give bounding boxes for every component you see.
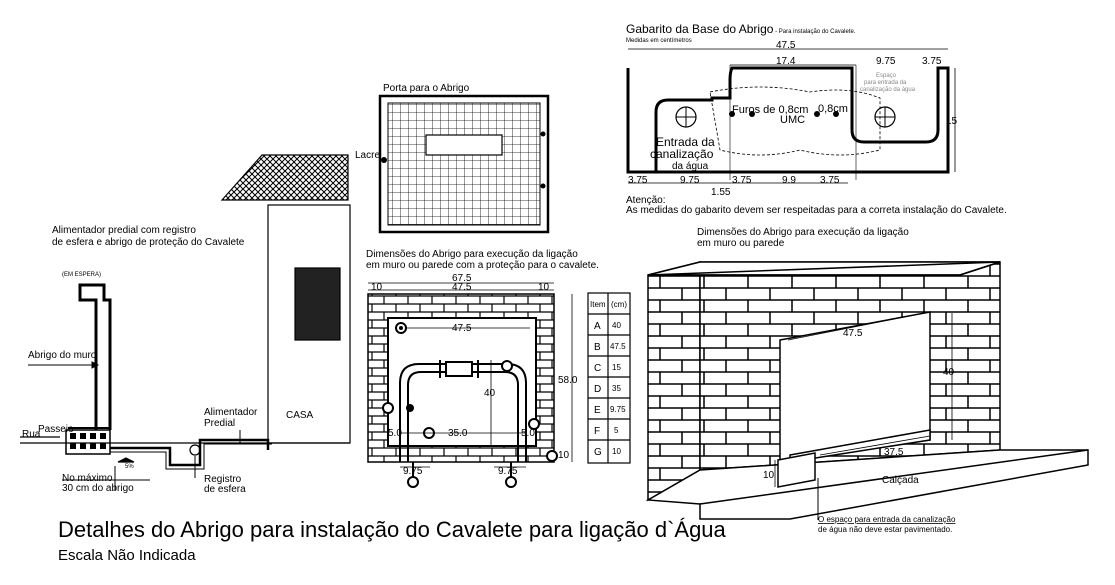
house-section-drawing <box>20 154 351 481</box>
wall-espaco-1: O espaço para entrada da canalização <box>818 515 956 524</box>
page-subtitle: Escala Não Indicada <box>58 547 196 564</box>
house-window <box>294 267 341 341</box>
meter-box <box>65 429 111 455</box>
gab-b-9-9: 9.9 <box>782 175 796 186</box>
gab-b-3-75-c: 3.75 <box>820 175 840 186</box>
lacre-label: Lacre <box>355 150 380 161</box>
table-row-c-item: C <box>594 363 601 374</box>
dimensions-table <box>587 292 631 464</box>
pavement <box>699 449 1089 520</box>
wall-dim-40: 40 <box>943 367 955 378</box>
door-title: Porta para o Abrigo <box>383 83 470 94</box>
table-row-f-item: F <box>594 426 600 437</box>
calcada-label: Calçada <box>882 475 919 486</box>
dim-10-bottom: 10 <box>558 450 570 461</box>
passeio-label: Passeio <box>38 424 74 435</box>
lacre-seal <box>381 157 387 163</box>
table-row-b-item: B <box>594 342 601 353</box>
abrigo-muro-label: Abrigo do muro <box>28 350 97 361</box>
table-row-d-item: D <box>594 384 601 395</box>
alimentador-note-1: Alimentador predial com registro <box>52 225 196 236</box>
dims-title-2: em muro ou parede com a proteção para o … <box>366 260 599 271</box>
no-maximo-2: 30 cm do abrigo <box>62 483 134 494</box>
gab-dim-3-75-top: 3.75 <box>922 56 942 67</box>
shelter-opening <box>387 317 537 447</box>
registro-label-1: Registro <box>204 474 242 485</box>
registro-valve <box>189 444 201 456</box>
table-row-e-value: 9.75 <box>610 405 626 414</box>
wall-column <box>78 283 112 430</box>
gab-espaco-2: para entrada da <box>864 80 907 86</box>
dim-5-0-left: 5.0 <box>388 428 402 439</box>
gab-dim-17-4: 17.4 <box>776 56 796 67</box>
door-grid <box>387 102 541 226</box>
alimentador-label-2: Predial <box>204 418 235 429</box>
slope-label: 5% <box>125 464 134 470</box>
dim-47-5-top: 47.5 <box>452 282 472 293</box>
page-title: Detalhes do Abrigo para instalação do Ca… <box>58 517 727 542</box>
table-row-g-item: G <box>594 447 602 458</box>
casa-label: CASA <box>286 410 314 421</box>
gab-entrada-3: da água <box>672 161 709 172</box>
wall-espaco-2: de água não deve estar pavimentado. <box>818 525 952 534</box>
door-slot <box>425 134 503 156</box>
table-row-c-value: 15 <box>612 363 621 372</box>
table-row-d-value: 35 <box>612 384 621 393</box>
table-row-e-item: E <box>594 405 601 416</box>
em-espera-label: (EM ESPERA) <box>62 272 101 278</box>
gab-furos: Furos de 0,8cm <box>732 104 808 116</box>
wall-title-2: em muro ou parede <box>697 238 785 249</box>
dim-9-75-right: 9.75 <box>498 466 518 477</box>
gabarito-title: Gabarito da Base do Abrigo - Para instal… <box>626 22 856 36</box>
gab-dim-47-5: 47.5 <box>776 40 796 51</box>
table-row-a-value: 40 <box>612 321 621 330</box>
gab-espaco-3: canalização da água <box>860 87 916 93</box>
dim-9-75-left: 9.75 <box>403 466 423 477</box>
alimentador-note-2: de esfera e abrigo de proteção do Cavale… <box>52 237 245 248</box>
table-row-a-item: A <box>594 321 601 332</box>
dim-47-5-inner: 47.5 <box>452 323 472 334</box>
wall-title-1: Dimensões do Abrigo para execução da lig… <box>697 227 909 238</box>
gab-espaco-1: Espaço <box>876 73 897 79</box>
supply-pipe <box>110 438 270 467</box>
gab-b-1-55: 1.55 <box>711 187 731 198</box>
gabarito-outline <box>626 66 950 174</box>
gab-b-3-75-a: 3.75 <box>628 175 648 186</box>
wall-dim-47-5: 47.5 <box>843 328 863 339</box>
wall-dim-10: 10 <box>763 470 775 481</box>
registro-label-2: de esfera <box>204 484 246 495</box>
gab-umc: UMC <box>780 114 805 126</box>
table-row-g-value: 10 <box>612 447 621 456</box>
dim-67-5: 67.5 <box>452 273 472 284</box>
dim-10-right: 10 <box>538 282 550 293</box>
gab-dim-9-75-top: 9.75 <box>876 56 896 67</box>
gab-furos-b: 0,8cm <box>818 103 848 115</box>
gab-b-3-75-b: 3.75 <box>732 175 752 186</box>
gab-entrada-1: Entrada da <box>656 135 715 149</box>
no-maximo-1: No máximo <box>62 473 113 484</box>
dim-40: 40 <box>484 388 496 399</box>
brick-wall-3d <box>645 261 1089 520</box>
gab-atencao: Atenção: <box>626 195 665 206</box>
gab-b-9-75: 9.75 <box>680 175 700 186</box>
gab-dim-15: 15 <box>946 116 958 127</box>
gab-atencao-text: As medidas do gabarito devem ser respeit… <box>626 205 1007 216</box>
table-row-b-value: 47.5 <box>610 342 626 351</box>
cavalete-pipe <box>399 360 527 462</box>
wall-dim-37-5: 37.5 <box>884 447 904 458</box>
dim-35-0: 35.0 <box>448 428 468 439</box>
gab-entrada-2: canalização <box>650 147 714 161</box>
dim-58-0: 58.0 <box>558 375 578 386</box>
house-roof <box>220 154 349 201</box>
rua-label: Rua <box>22 429 41 440</box>
table-header-item: Item <box>590 300 606 309</box>
gabarito-units: Medidas em centímetros <box>626 38 692 44</box>
alimentador-label-1: Alimentador <box>204 407 258 418</box>
dims-title-1: Dimensões do Abrigo para execução da lig… <box>366 249 578 260</box>
table-header-cm: (cm) <box>611 300 627 309</box>
dim-5-0-right: 5.0 <box>521 428 535 439</box>
dim-10-left: 10 <box>371 282 383 293</box>
table-row-f-value: 5 <box>614 426 619 435</box>
